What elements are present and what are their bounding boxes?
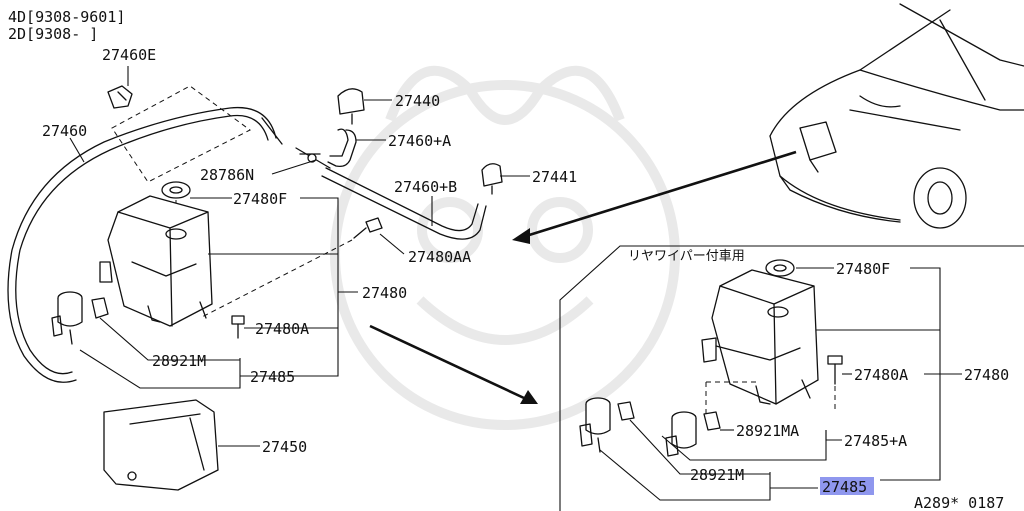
grommets-right-drawing [617, 401, 721, 431]
pump-motor-right-front-drawing [579, 397, 611, 453]
applicability-line-1: 4D[9308-9601] [8, 8, 125, 26]
applicability-line-2: 2D[9308- ] [8, 25, 98, 43]
hose-27460B-drawing [321, 167, 487, 240]
label-28921M[interactable]: 28921M [152, 352, 206, 370]
label-27441[interactable]: 27441 [532, 168, 577, 186]
arrow-to-rear-wiper-detail [369, 324, 538, 404]
pump-motor-right-rear-drawing [665, 411, 697, 457]
bolt-27480A-right-drawing [827, 355, 843, 412]
label-27450[interactable]: 27450 [262, 438, 307, 456]
label-27460[interactable]: 27460 [42, 122, 87, 140]
hose-27460A-drawing [327, 128, 357, 168]
label-28921M-right[interactable]: 28921M [690, 466, 744, 484]
connector-28786N-drawing [295, 147, 331, 169]
label-27460B[interactable]: 27460+B [394, 178, 457, 196]
rear-wiper-note: リヤワイパー付車用 [628, 249, 745, 264]
watermark-emblem [330, 65, 680, 430]
label-27485-right[interactable]: 27485 [822, 478, 867, 496]
label-27460E[interactable]: 27460E [102, 46, 156, 64]
label-27440[interactable]: 27440 [395, 92, 440, 110]
label-27480-right[interactable]: 27480 [964, 366, 1009, 384]
label-27480[interactable]: 27480 [362, 284, 407, 302]
clip-27460E-drawing [107, 66, 133, 109]
label-27460A[interactable]: 27460+A [388, 132, 451, 150]
nozzle-27440-drawing [337, 88, 365, 125]
label-28786N[interactable]: 28786N [200, 166, 254, 184]
label-27485A[interactable]: 27485+A [844, 432, 907, 450]
grommet-28921M-drawing [91, 297, 109, 319]
arrow-to-car-tank [512, 150, 797, 244]
diagram-code: A289* 0187 [914, 494, 1004, 511]
vehicle-front-drawing [769, 3, 1024, 229]
pump-motor-left-drawing [51, 291, 83, 345]
reservoir-tank-27480-drawing [99, 195, 213, 327]
highlight-27485 [820, 477, 874, 495]
nozzle-27441-drawing [481, 163, 503, 195]
label-27480F[interactable]: 27480F [233, 190, 287, 208]
bolt-27480AA-drawing [199, 217, 383, 319]
label-27480F-right[interactable]: 27480F [836, 260, 890, 278]
label-27480A-right[interactable]: 27480A [854, 366, 908, 384]
bolt-27480A-drawing [231, 315, 245, 339]
label-28921MA[interactable]: 28921MA [736, 422, 799, 440]
label-27480A[interactable]: 27480A [255, 320, 309, 338]
bracket-27450-drawing [103, 399, 219, 491]
hose-27460-drawing [7, 106, 283, 383]
label-27480AA[interactable]: 27480AA [408, 248, 471, 266]
reservoir-tank-right-drawing [701, 269, 819, 405]
label-27485[interactable]: 27485 [250, 368, 295, 386]
